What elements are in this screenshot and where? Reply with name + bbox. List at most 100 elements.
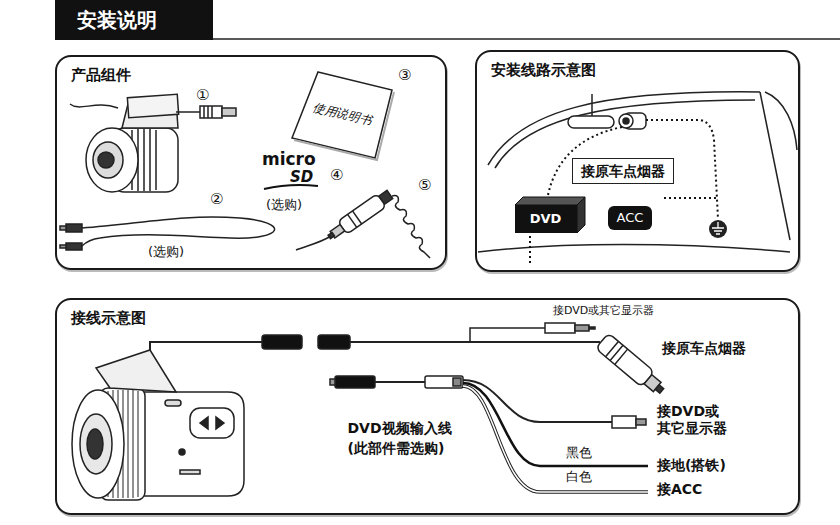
camera-illustration: [176, 111, 200, 113]
camera-illustration: [70, 94, 236, 192]
car-interior-illustration: [760, 92, 790, 240]
label-text: (选购): [148, 244, 184, 260]
label-text: 接DVD或 其它显示器: [657, 403, 741, 437]
label-text: ③: [398, 66, 411, 84]
av-cable-illustration: [66, 243, 82, 250]
car-interior-illustration: [619, 114, 633, 128]
power-cable: [596, 333, 655, 387]
label-text: ⑤: [418, 176, 431, 194]
label-text: 接DVD或其它显示器: [553, 304, 654, 317]
node-text: ACC: [617, 209, 644, 227]
camera-illustration: [127, 94, 178, 117]
label-text: (选购): [266, 197, 302, 213]
title-tab: 安装说明: [55, 0, 213, 40]
car-interior-illustration: [591, 94, 593, 116]
av-cable-illustration: [60, 245, 66, 248]
ground-symbol: [709, 220, 727, 238]
camera-illustration: [150, 342, 262, 352]
power-cable: [262, 335, 302, 349]
power-cable: [655, 385, 663, 393]
power-cable: [589, 327, 595, 329]
power-cable: [470, 328, 545, 342]
camera-illustration: [72, 342, 262, 500]
video-input-cable: [463, 380, 612, 422]
camera-illustration: [98, 152, 114, 168]
callout-number: ⑤: [418, 176, 431, 194]
ground-symbol: [712, 222, 724, 234]
callout-number: ④: [330, 166, 343, 184]
car-interior-illustration: [478, 92, 797, 252]
car-interior-illustration: [478, 245, 790, 253]
camera-illustration: [165, 400, 181, 406]
car-interior-illustration: [488, 92, 760, 165]
panel: 安装线路示意图接原车点烟器DVDACC: [475, 50, 800, 272]
video-input-cable: [636, 419, 646, 425]
node-text: DVD视频输入线 (此部件需选购): [348, 418, 478, 459]
callout-number: ①: [196, 86, 209, 104]
power-cable: [575, 325, 589, 331]
camera-illustration: [70, 104, 118, 108]
label-text: ①: [196, 86, 209, 104]
manual-illustration: [292, 72, 392, 158]
camera-illustration: [190, 408, 234, 438]
microsd-logo: micro: [262, 149, 316, 169]
camera-illustration: [80, 414, 112, 474]
video-input-cable: [335, 376, 375, 388]
camera-illustration: [179, 449, 185, 455]
video-input-cable: [330, 376, 648, 492]
video-input-cable: [463, 383, 648, 466]
wire-label: 接ACC: [657, 481, 702, 498]
label-text: ②: [210, 190, 223, 208]
option-note: (选购): [266, 197, 302, 213]
wire-label: 接原车点烟器: [662, 340, 746, 357]
power-cable: [596, 333, 669, 398]
callout-number: ②: [210, 190, 223, 208]
wire-label: 接DVD或其它显示器: [553, 304, 654, 317]
car-charger-illustration: [392, 196, 430, 258]
wire-color: 黑色: [566, 445, 592, 461]
label-text: micro: [262, 149, 316, 169]
car-charger-illustration: [338, 194, 386, 235]
camera-illustration: [87, 429, 103, 459]
label-text: 接原车点烟器: [662, 340, 746, 357]
region-outline: [319, 361, 751, 504]
power-cable: [318, 335, 350, 349]
node-text: DVD: [515, 205, 577, 233]
av-cable-illustration: [82, 217, 275, 246]
power-cable: [545, 323, 575, 333]
dotted-wiring: [662, 197, 716, 199]
car-interior-illustration: [623, 118, 629, 124]
car-interior-illustration: [568, 116, 614, 128]
node-text: 产品组件: [71, 66, 431, 84]
av-cable-illustration: [66, 224, 82, 232]
label-text: 接地(搭铁): [657, 457, 726, 474]
car-interior-illustration: [765, 92, 797, 150]
camera-illustration: [200, 106, 222, 118]
camera-illustration: [180, 470, 200, 474]
wire-label: 接DVD或 其它显示器: [657, 403, 741, 437]
video-input-cable: [453, 378, 461, 386]
panel: 产品组件: [55, 55, 447, 270]
wire-label: 接地(搭铁): [657, 457, 726, 474]
car-charger-illustration: [296, 188, 430, 258]
video-input-cable: [375, 381, 425, 383]
camera-illustration: [86, 128, 138, 192]
video-input-cable: [612, 416, 636, 428]
camera-illustration: [204, 106, 212, 118]
label-text: ④: [330, 166, 343, 184]
video-input-cable: [330, 379, 335, 385]
dvd-box: DVD: [515, 205, 577, 233]
video-input-cable: [463, 386, 648, 492]
video-input-cable: [425, 376, 463, 388]
camera-illustration: [72, 390, 124, 498]
node-text: 接原车点烟器: [581, 162, 665, 180]
dvd-box-3d-faces: [515, 197, 585, 233]
header-rule: [213, 38, 840, 40]
microsd-logo: SD: [290, 168, 313, 186]
car-charger-illustration: [379, 190, 393, 204]
camera-illustration: [93, 142, 123, 178]
acc-box: ACC: [608, 206, 653, 230]
dotted-wiring: [529, 236, 531, 264]
power-cable: [606, 341, 628, 364]
